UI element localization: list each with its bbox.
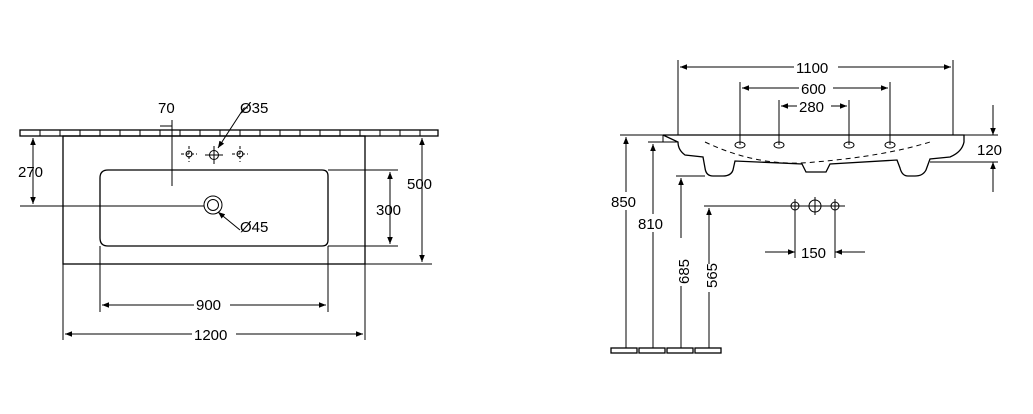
dim-trap-height: 685 [676, 259, 693, 284]
supply-connections [788, 197, 842, 215]
dim-drain-offset: 270 [18, 164, 43, 181]
drain [203, 195, 223, 215]
dim-inner-holes: 280 [799, 99, 824, 116]
dim-bowl-width: 900 [196, 297, 221, 314]
tap-hole-left [181, 146, 197, 162]
dim-tap-hole-diameter: Ø35 [240, 100, 268, 117]
wall-hatch [39, 130, 421, 136]
dim-overall-width: 1200 [194, 327, 227, 344]
bowl-hidden-line [704, 141, 931, 164]
dim-top-width: 1100 [796, 60, 828, 77]
floor-plates [610, 347, 722, 354]
dim-supply-height: 565 [704, 263, 721, 288]
side-view: 1100 600 280 120 850 810 685 [610, 57, 1002, 354]
dim-thickness: 120 [977, 142, 1002, 159]
dim-basin-depth: 500 [407, 176, 432, 193]
basin-profile [662, 134, 965, 177]
dim-top-height: 850 [611, 194, 636, 211]
tap-hole-right [232, 146, 248, 162]
side-tap-holes [734, 141, 896, 149]
dim-tap-spacing: 70 [158, 100, 175, 117]
leader-45 [217, 211, 241, 231]
dim-drain-diameter: Ø45 [240, 219, 268, 236]
plan-view: 70 Ø35 Ø45 270 500 300 900 1200 [18, 100, 439, 344]
bowl-outline [99, 169, 329, 247]
tap-hole-centre [205, 146, 223, 164]
leader-35 [217, 107, 245, 149]
dim-outer-holes: 600 [801, 81, 826, 98]
dim-underside-height: 810 [638, 216, 663, 233]
basin-outline [62, 135, 366, 265]
dim-bowl-depth: 300 [376, 202, 401, 219]
dim-supply-spacing: 150 [801, 245, 826, 262]
